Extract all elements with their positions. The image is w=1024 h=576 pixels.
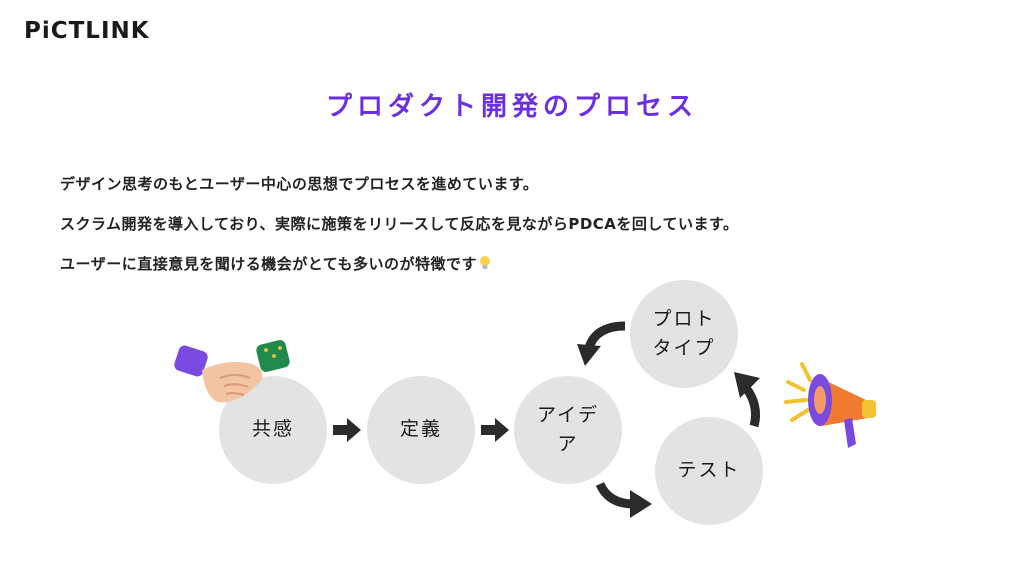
arrow-right-icon [333, 418, 361, 442]
node-test: テスト [655, 417, 763, 525]
description-line-1: デザイン思考のもとユーザー中心の思想でプロセスを進めています。 [60, 175, 539, 193]
node-ideate-label-2: ア [557, 433, 579, 455]
arrow-right-icon [481, 418, 509, 442]
description-line-3-text: ユーザーに直接意見を聞ける機会がとても多いのが特徴です [60, 255, 478, 273]
node-ideate-label-1: アイデ [536, 403, 600, 426]
handshake-icon [174, 340, 290, 403]
node-test-label: テスト [677, 459, 741, 482]
node-ideate: アイデア [514, 376, 622, 484]
curved-arrow-icon [577, 321, 626, 366]
node-define-label: 定義 [399, 418, 442, 441]
node-prototype-label-2: タイプ [652, 337, 716, 359]
description-line-3: ユーザーに直接意見を聞ける機会がとても多いのが特徴です [60, 253, 491, 274]
page-title: プロダクト開発のプロセス [325, 92, 698, 122]
description-line-2: スクラム開発を導入しており、実際に施策をリリースして反応を見ながらPDCAを回し… [60, 215, 739, 233]
node-prototype-label-1: プロト [652, 307, 716, 330]
brand-logo: PiCTLINK [24, 18, 150, 44]
node-prototype: プロトタイプ [630, 280, 738, 388]
megaphone-icon [784, 362, 876, 448]
curved-arrow-icon [734, 372, 761, 428]
node-define: 定義 [367, 376, 475, 484]
node-empathy-label: 共感 [251, 418, 294, 441]
curved-arrow-icon [595, 481, 652, 518]
lightbulb-icon [479, 255, 491, 271]
